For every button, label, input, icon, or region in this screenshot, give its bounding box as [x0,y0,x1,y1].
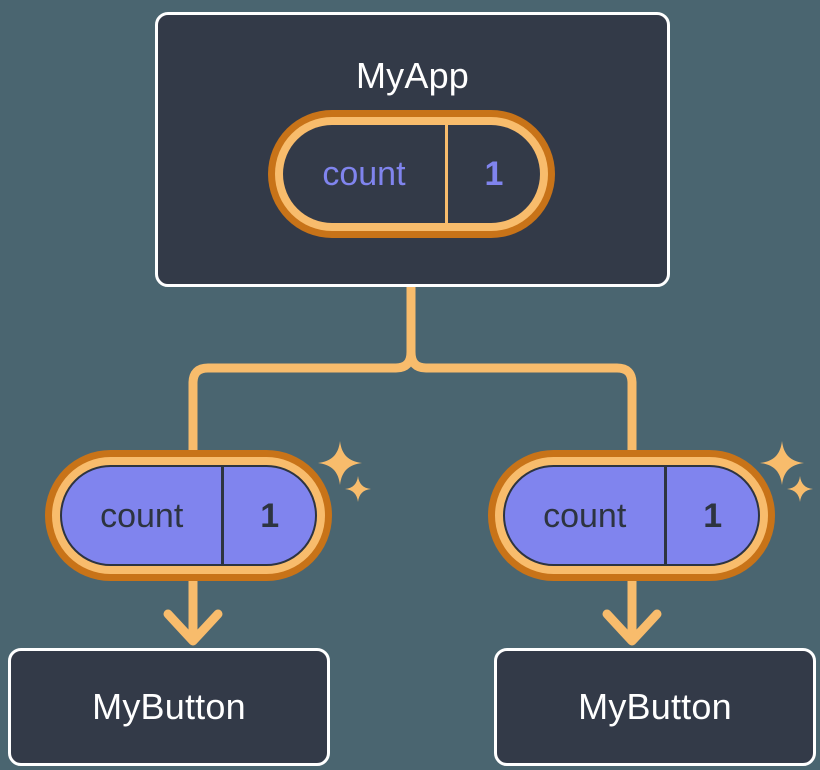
state-pill-body: count 1 [60,465,317,566]
sparkle-icon-left-large [318,441,362,485]
state-pill-left[interactable]: count 1 [45,450,332,581]
state-pill-body: count 1 [283,125,540,223]
state-value-root: 1 [484,155,504,193]
state-pill-ring-inner: count 1 [52,457,325,574]
branch-connector-left [188,347,416,455]
component-box-mybutton-left[interactable]: MyButton [8,648,330,766]
sparkle-icon-right-large [760,441,804,485]
state-pill-ring-inner: count 1 [495,457,768,574]
component-title-mybutton-left: MyButton [92,686,246,727]
state-key-right: count [505,467,668,564]
state-pill-right[interactable]: count 1 [488,450,775,581]
state-value-right: 1 [703,496,723,535]
state-value-left: 1 [260,496,280,535]
component-box-mybutton-right[interactable]: MyButton [494,648,816,766]
branch-connector-right [406,347,637,455]
state-key-root: count [283,125,448,223]
state-pill-body: count 1 [503,465,760,566]
sparkle-icon-right-small [787,476,813,502]
state-pill-ring-inner: count 1 [275,117,548,231]
state-pill-root[interactable]: count 1 [268,110,555,238]
component-title-mybutton-right: MyButton [578,686,732,727]
state-key-left: count [62,467,225,564]
arrow-down-right [602,581,662,646]
sparkle-icon-left-small [345,476,371,502]
component-title-myapp: MyApp [355,55,470,96]
arrow-down-left [163,581,223,646]
